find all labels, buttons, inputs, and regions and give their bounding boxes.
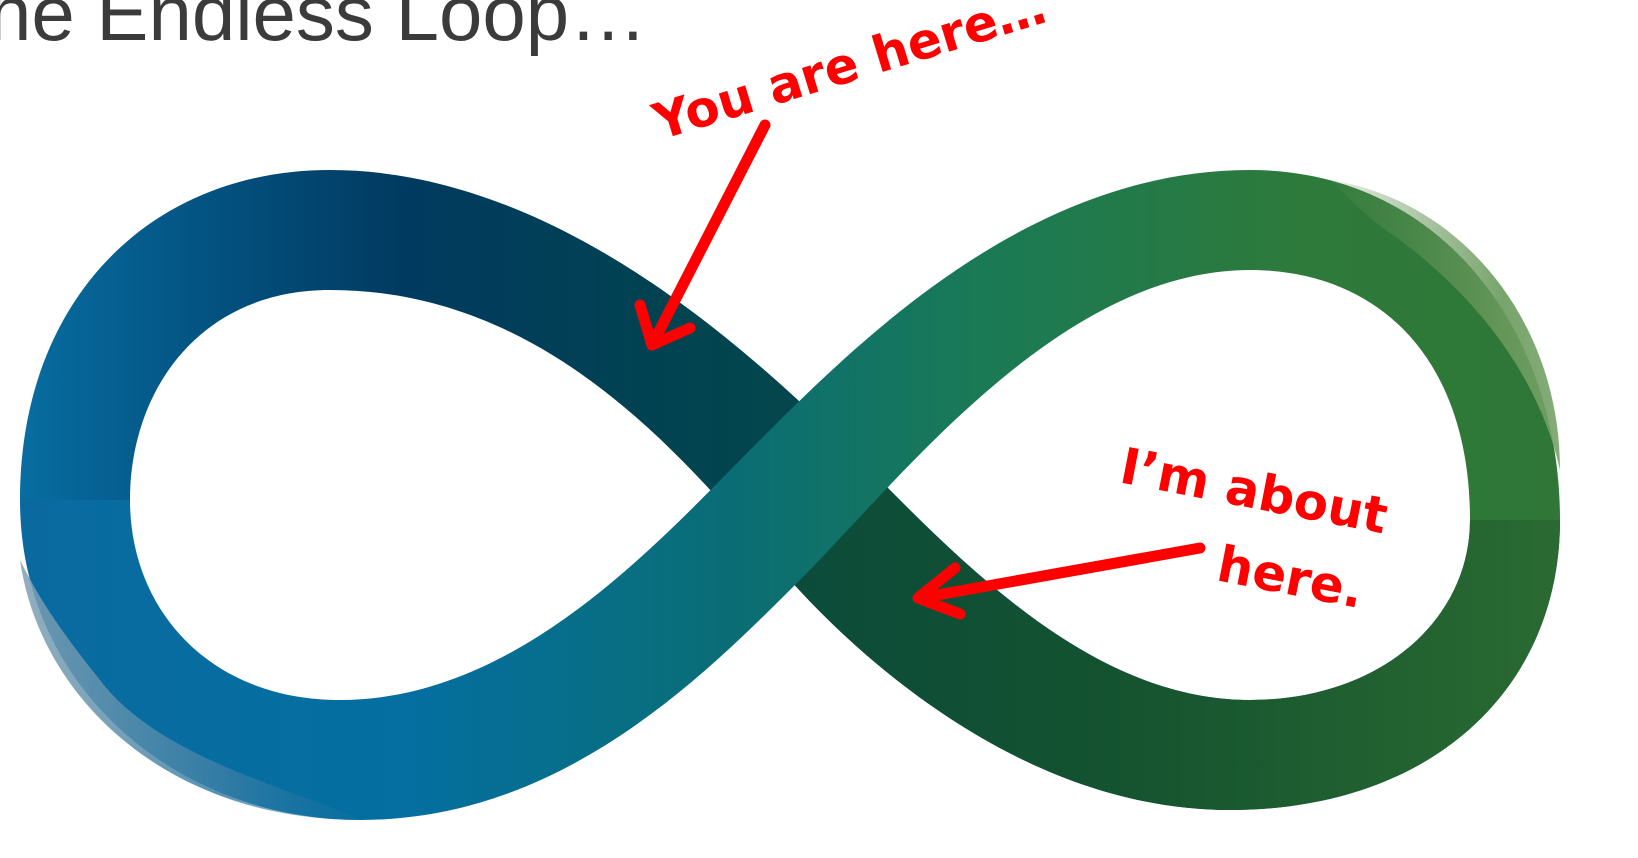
about-here-label-line2: here.	[1213, 535, 1368, 620]
you-are-here-label: You are here…	[646, 0, 1053, 152]
loop-back-strand-right	[790, 480, 1560, 810]
about-here-label-line1: I’m about	[1116, 437, 1393, 546]
